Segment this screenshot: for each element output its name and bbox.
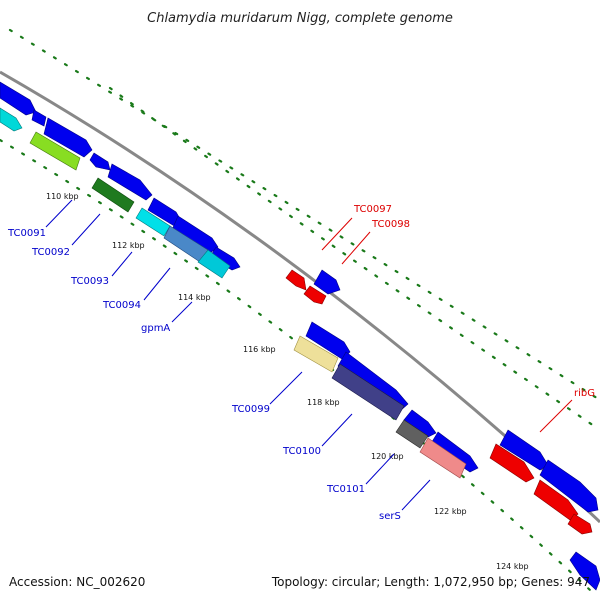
tick-label-118: 118 kbp — [307, 398, 340, 407]
leader-lines — [45, 199, 573, 511]
leader-tc0100 — [321, 413, 353, 447]
feature-arrow[interactable] — [569, 551, 600, 591]
feature-gpma[interactable] — [197, 249, 231, 279]
leader-tc0098 — [341, 231, 371, 265]
gene-label-tc0094[interactable]: TC0094 — [102, 300, 141, 311]
feature-ribg[interactable] — [489, 443, 535, 483]
leader-tc0091 — [45, 199, 73, 228]
feature-tc0091[interactable] — [29, 131, 81, 171]
feature-sers[interactable] — [419, 437, 467, 479]
tick-label-124: 124 kbp — [496, 562, 529, 571]
gene-label-tc0097[interactable]: TC0097 — [353, 204, 392, 215]
feature-arrow[interactable] — [31, 109, 47, 127]
gene-label-ribg[interactable]: ribG — [574, 388, 595, 399]
leader-ribg — [539, 399, 573, 433]
genome-summary-text: Topology: circular; Length: 1,072,950 bp… — [271, 575, 590, 589]
gene-label-tc0098[interactable]: TC0098 — [371, 219, 410, 230]
feature-arrow[interactable] — [0, 81, 37, 116]
feature-tc0093[interactable] — [135, 207, 171, 237]
gene-label-sers[interactable]: serS — [379, 511, 401, 522]
leader-gpma — [171, 301, 193, 323]
gc-content-track — [0, 28, 600, 592]
feature-tc0100[interactable] — [331, 363, 405, 421]
feature-arrow[interactable] — [337, 351, 409, 412]
map-title: Chlamydia muridarum Nigg, complete genom… — [147, 11, 453, 26]
feature-arrow[interactable] — [403, 409, 437, 438]
feature-arrow-cyan[interactable] — [0, 107, 23, 132]
feature-tc0099[interactable] — [293, 335, 339, 373]
tick-label-110: 110 kbp — [46, 192, 79, 201]
feature-arrow[interactable] — [43, 117, 93, 158]
feature-arrow[interactable] — [107, 163, 153, 201]
gene-label-tc0093[interactable]: TC0093 — [70, 276, 109, 287]
feature-red-arrow[interactable] — [567, 513, 593, 535]
gene-label-tc0101[interactable]: TC0101 — [326, 484, 365, 495]
gene-label-tc0091[interactable]: TC0091 — [7, 228, 46, 239]
tick-label-114: 114 kbp — [178, 293, 211, 302]
reverse-strand-features — [0, 107, 593, 535]
leader-tc0094 — [143, 267, 171, 301]
feature-tc0097[interactable] — [285, 269, 307, 291]
feature-arrow[interactable] — [539, 459, 599, 513]
tick-label-112: 112 kbp — [112, 241, 145, 250]
feature-tc0101[interactable] — [395, 419, 429, 449]
feature-arrow[interactable] — [89, 152, 111, 171]
leader-tc0092 — [71, 213, 101, 246]
feature-arrow-tc0098[interactable] — [313, 269, 341, 295]
leader-sers — [401, 479, 431, 511]
gene-label-gpma[interactable]: gpmA — [141, 323, 170, 334]
leader-tc0097 — [321, 217, 353, 251]
accession-text: Accession: NC_002620 — [9, 575, 145, 589]
gene-label-tc0100[interactable]: TC0100 — [282, 446, 321, 457]
gene-label-tc0099[interactable]: TC0099 — [231, 404, 270, 415]
tick-label-122: 122 kbp — [434, 507, 467, 516]
leader-tc0099 — [269, 371, 303, 405]
forward-strand-features — [0, 81, 600, 591]
feature-tc0097b[interactable] — [303, 285, 327, 305]
leader-tc0101 — [365, 453, 395, 485]
gc-dots-inner — [0, 138, 592, 592]
tick-label-116: 116 kbp — [243, 345, 276, 354]
tick-label-120: 120 kbp — [371, 452, 404, 461]
tick-labels: 110 kbp 112 kbp 114 kbp 116 kbp 118 kbp … — [46, 192, 529, 571]
gene-label-tc0092[interactable]: TC0092 — [31, 247, 70, 258]
leader-tc0093 — [111, 251, 133, 277]
gene-labels: TC0091 TC0092 TC0093 TC0094 gpmA TC0097 … — [7, 204, 595, 522]
feature-tc0092[interactable] — [91, 177, 135, 213]
